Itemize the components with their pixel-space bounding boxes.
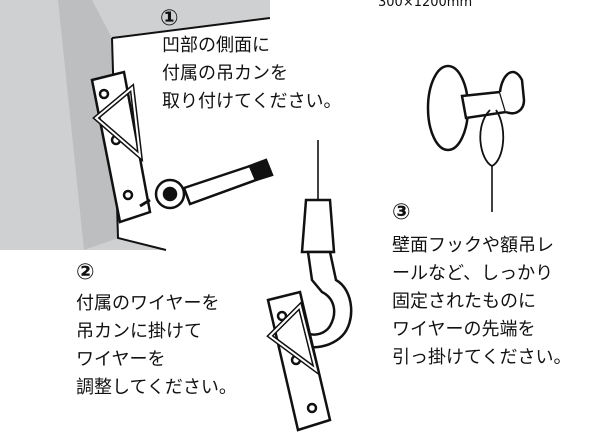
- step-3-text: 壁面フックや額吊レ ールなど、しっかり 固定されたものに ワイヤーの先端を 引っ…: [392, 232, 571, 372]
- step-3-line: 壁面フックや額吊レ: [392, 235, 554, 256]
- step-2-line: 調整してください。: [76, 377, 237, 398]
- step-3-number: ③: [392, 200, 411, 225]
- step-2-line: ワイヤーを: [76, 349, 166, 370]
- step-3-line: ワイヤーの先端を: [392, 319, 536, 340]
- size-label: 300×1200mm: [378, 0, 472, 10]
- step-3-line: 引っ掛けてください。: [392, 347, 572, 368]
- hanger-screw-icon: [90, 70, 274, 224]
- step-2-line: 吊カンに掛けて: [76, 321, 202, 342]
- step-1-number: ①: [160, 6, 179, 31]
- step-2-line: 付属のワイヤーを: [76, 293, 220, 314]
- step-2-number: ②: [76, 260, 95, 285]
- wire-hook-icon: [266, 140, 353, 432]
- step-2-text: 付属のワイヤーを 吊カンに掛けて ワイヤーを 調整してください。: [76, 290, 237, 402]
- step-1-line: 取り付けてください。: [162, 91, 342, 112]
- step-1-text: 凹部の側面に 付属の吊カンを 取り付けてください。: [162, 32, 341, 116]
- frame-corner-icon: [0, 0, 271, 251]
- step-1-line: 凹部の側面に: [162, 35, 270, 56]
- step-3-line: ールなど、しっかり: [392, 263, 554, 284]
- step-1-line: 付属の吊カンを: [162, 63, 288, 84]
- step-3-line: 固定されたものに: [392, 291, 536, 312]
- wall-hook-icon: [426, 64, 526, 212]
